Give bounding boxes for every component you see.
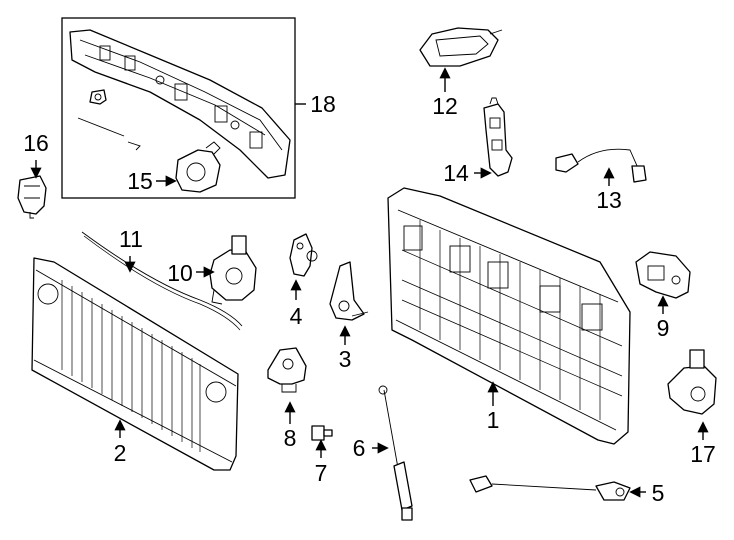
inset-box-18 (61, 17, 306, 199)
callout-1: 1 (487, 407, 500, 433)
part-15-actuator (175, 141, 221, 193)
callout-17: 17 (690, 441, 716, 467)
part-12-handle (419, 27, 503, 67)
callout-6: 6 (353, 435, 366, 461)
callout-16: 16 (23, 130, 49, 156)
part-1-tailgate (387, 187, 631, 445)
part-16-latch (17, 175, 47, 219)
part-18-reinforcement (69, 29, 291, 179)
callout-14: 14 (443, 160, 469, 186)
callout-13: 13 (596, 187, 622, 213)
callout-18: 18 (310, 91, 336, 117)
clip-part (89, 89, 107, 105)
callout-3: 3 (339, 346, 352, 372)
part-8-striker (267, 347, 307, 393)
part-17-latch (667, 349, 717, 415)
callout-12: 12 (432, 93, 458, 119)
rod-part (77, 117, 141, 151)
part-3-hinge-bracket (329, 261, 369, 321)
callout-9: 9 (657, 315, 670, 341)
part-2-inner-panel (31, 257, 239, 471)
leader-lines (30, 67, 709, 498)
part-4-hinge (289, 233, 318, 277)
part-13-harness (555, 148, 647, 183)
callout-7: 7 (315, 460, 328, 486)
callout-8: 8 (284, 425, 297, 451)
part-10-lock (209, 235, 257, 305)
part-14-bracket (483, 97, 513, 177)
part-7-bolt (311, 425, 333, 441)
callout-15: 15 (127, 168, 153, 194)
callout-10: 10 (167, 260, 193, 286)
callout-2: 2 (114, 440, 127, 466)
part-6-strut (378, 385, 413, 521)
callout-5: 5 (652, 480, 665, 506)
part-5-cable (469, 475, 631, 501)
part-11-seal (81, 231, 243, 331)
callout-4: 4 (290, 303, 303, 329)
part-9-bracket (635, 251, 691, 299)
callout-11: 11 (119, 226, 143, 252)
